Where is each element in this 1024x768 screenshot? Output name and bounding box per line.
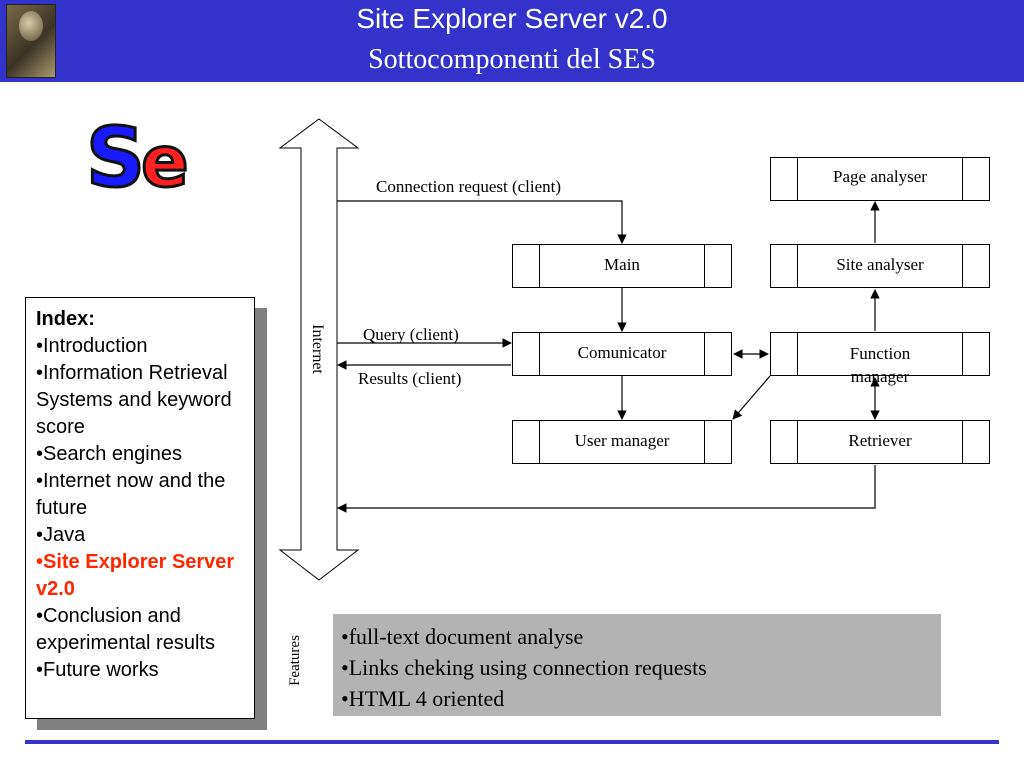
footer-divider: [25, 740, 999, 744]
feature-item: •full-text document analyse: [341, 624, 584, 649]
retriever-to-internet-line: [337, 465, 876, 513]
retriever-box: Retriever: [770, 420, 990, 464]
query-label: Query (client): [363, 325, 459, 344]
index-item-site-explorer-active[interactable]: •Site Explorer Server v2.0: [36, 551, 235, 600]
page-analyser-label: Page analyser: [833, 167, 927, 186]
header-bar: Site Explorer Server v2.0 Sottocomponent…: [0, 0, 1024, 82]
site-analyser-box: Site analyser: [770, 244, 990, 288]
index-heading: Index:: [36, 308, 95, 330]
index-item-java[interactable]: •Java: [36, 524, 86, 546]
results-label: Results (client): [358, 369, 462, 388]
index-item-conclusion[interactable]: •Conclusion and experimental results: [36, 605, 215, 654]
user-manager-label: User manager: [574, 431, 670, 450]
connection-request-label: Connection request (client): [376, 177, 562, 196]
comunicator-label: Comunicator: [577, 343, 667, 362]
slide-title: Site Explorer Server v2.0: [356, 3, 668, 34]
comunicator-box: Comunicator: [512, 332, 732, 376]
connection-request-line: [337, 200, 627, 244]
index-item-ir-systems[interactable]: •Information Retrieval Systems and keywo…: [36, 362, 232, 438]
se-logo: Se: [84, 111, 190, 206]
site-analyser-label: Site analyser: [836, 255, 924, 274]
features-label: Features: [286, 635, 303, 686]
feature-item: •HTML 4 oriented: [341, 686, 505, 711]
internet-label: Internet: [308, 324, 326, 374]
features-box: •full-text document analyse •Links cheki…: [333, 614, 941, 716]
index-item-introduction[interactable]: •Introduction: [36, 335, 148, 357]
main-label: Main: [604, 255, 640, 274]
index-panel: Index: •Introduction •Information Retrie…: [25, 297, 255, 719]
feature-item: •Links cheking using connection requests: [341, 655, 707, 680]
index-item-future-works[interactable]: •Future works: [36, 659, 159, 681]
function-manager-box: Function manager: [770, 332, 990, 386]
page-analyser-box: Page analyser: [770, 157, 990, 201]
retriever-label: Retriever: [848, 431, 912, 450]
index-item-search-engines[interactable]: •Search engines: [36, 443, 182, 465]
function-manager-to-user-manager-arrow: [732, 375, 771, 420]
index-item-internet[interactable]: •Internet now and the future: [36, 470, 226, 519]
user-manager-box: User manager: [512, 420, 732, 464]
function-manager-label: Function manager: [849, 344, 911, 386]
main-box: Main: [512, 244, 732, 288]
university-logo-icon: [6, 4, 56, 78]
internet-double-arrow: [278, 118, 360, 581]
slide-subtitle: Sottocomponenti del SES: [368, 44, 656, 75]
